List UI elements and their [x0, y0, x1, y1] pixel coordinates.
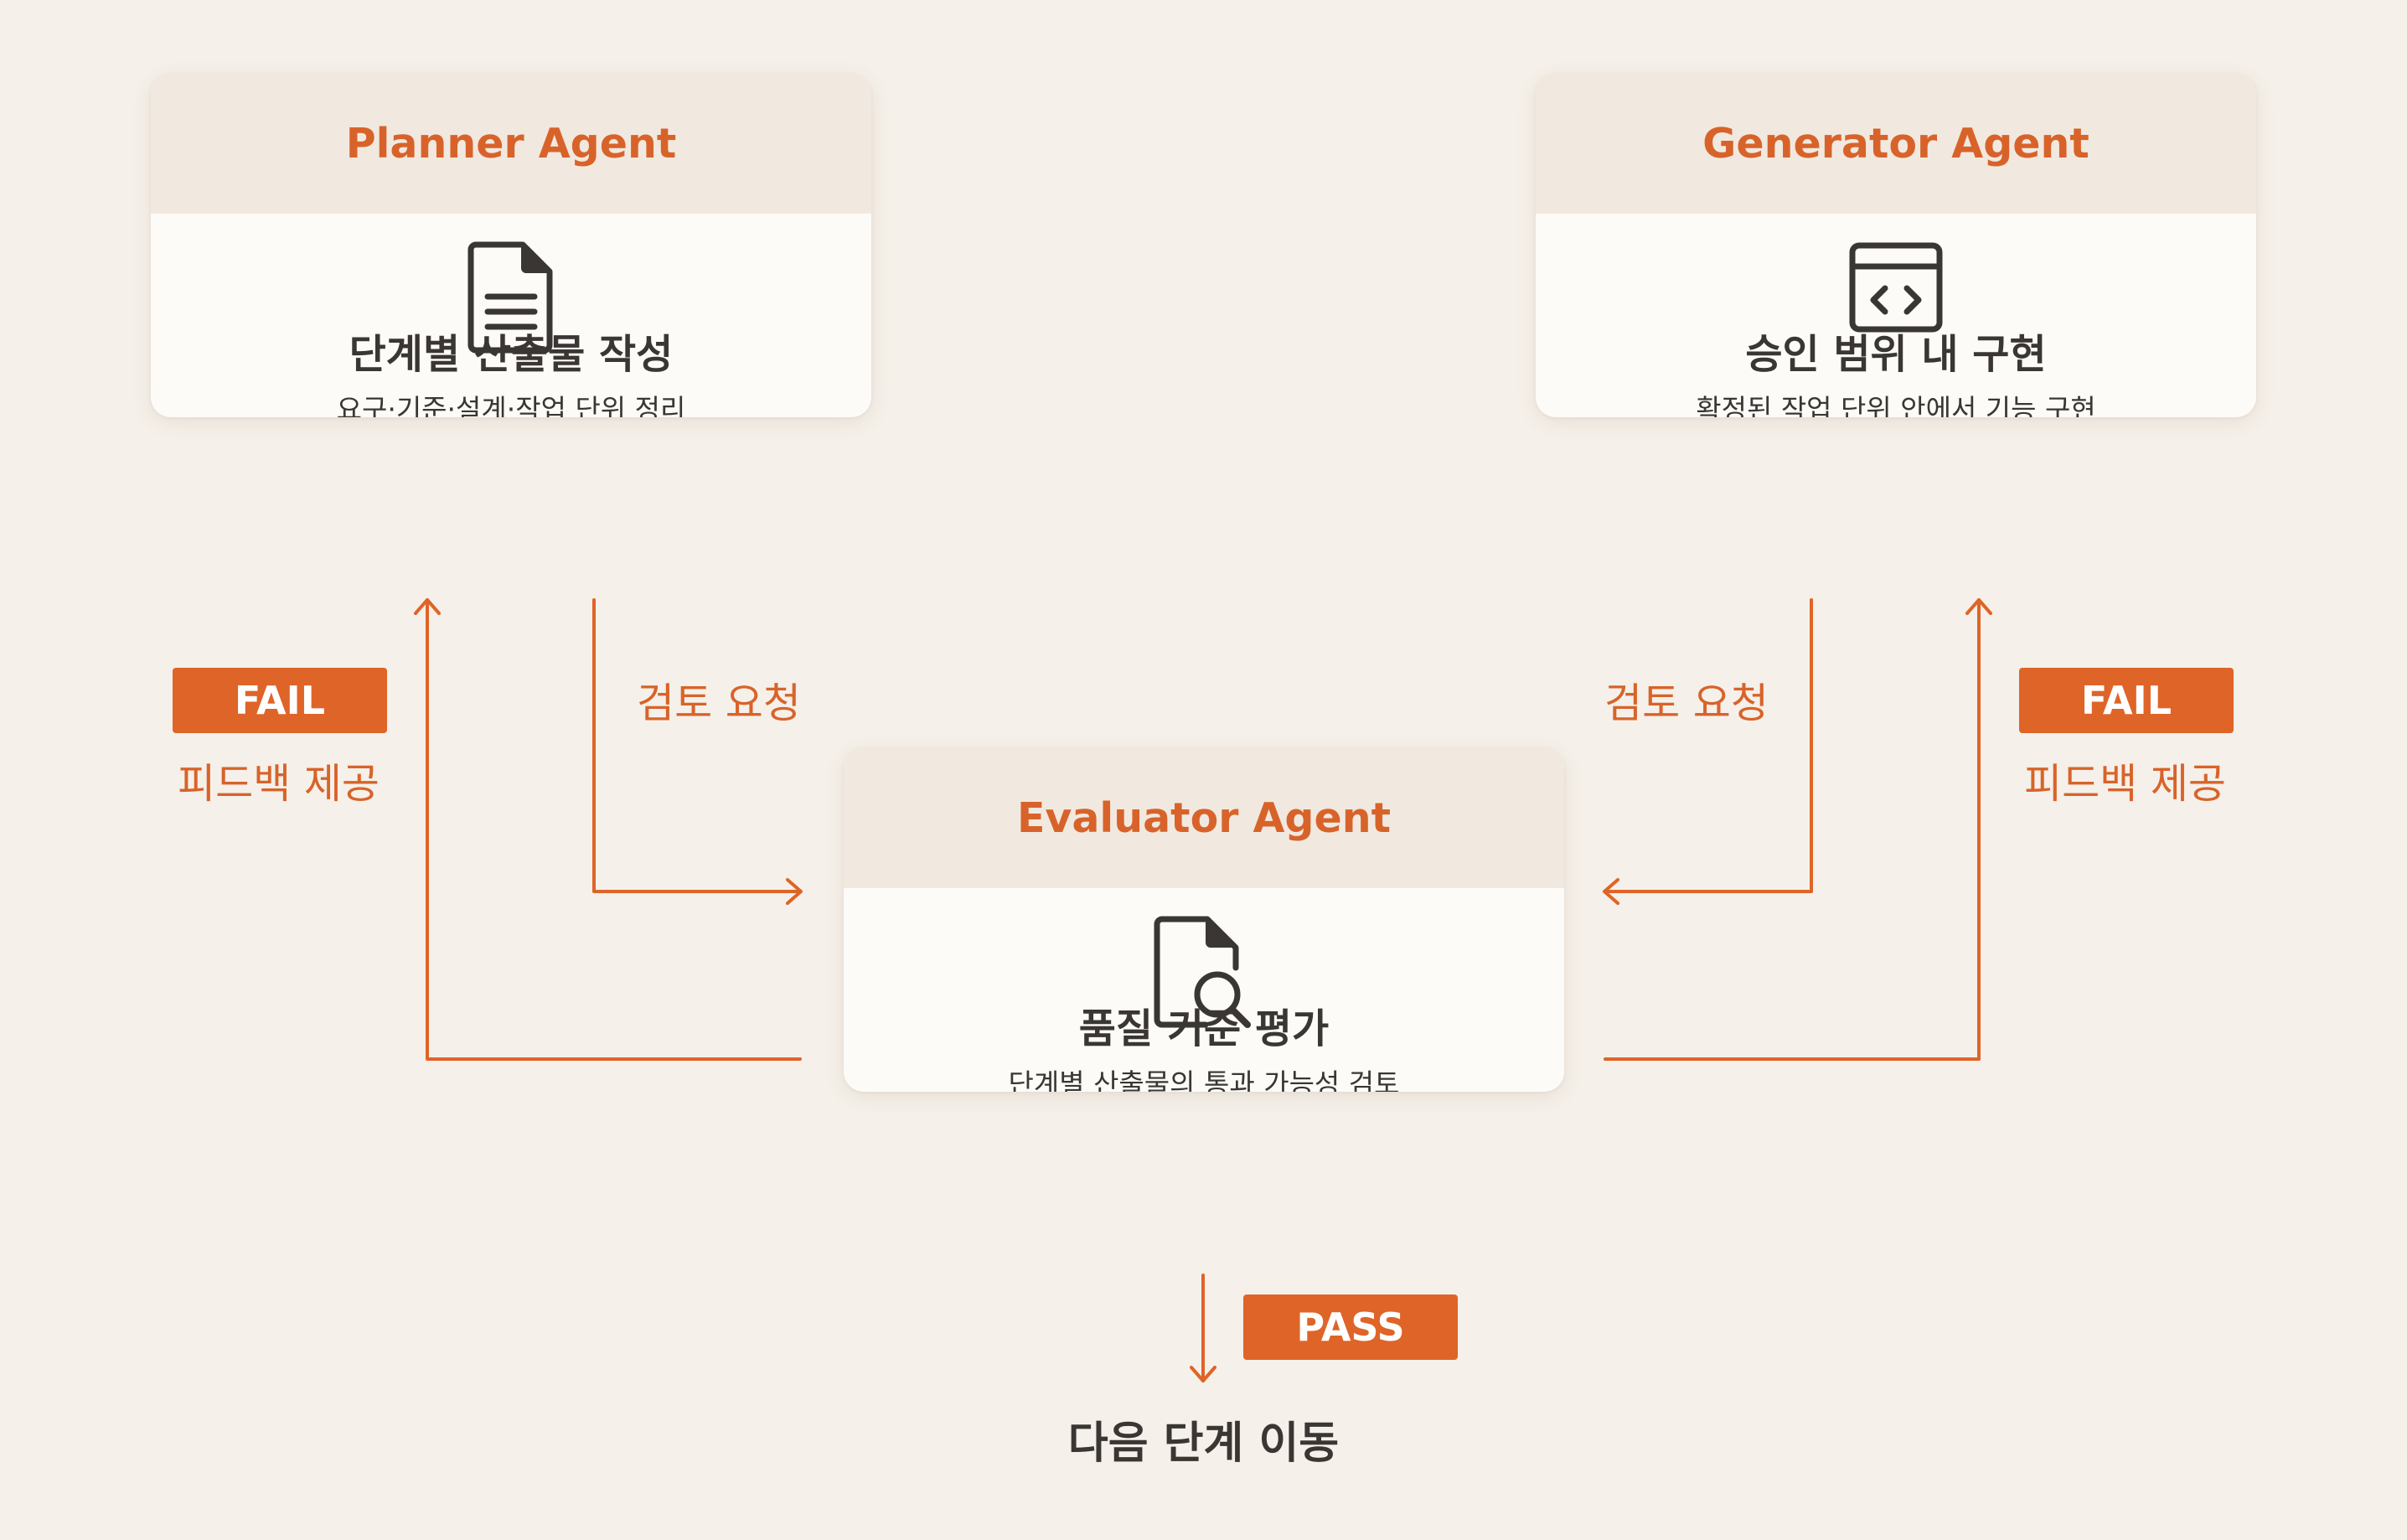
right-fail-badge: FAIL: [2019, 668, 2234, 733]
evaluator-agent-subtitle: 단계별 산출물의 통과 가능성 검토: [1008, 1067, 1400, 1092]
right-feedback-arrowhead: [1965, 598, 1992, 615]
generator-agent-title: 승인 범위 내 구현: [1745, 331, 2047, 378]
generator-agent-card: Generator Agent 승인 범위 내 구현 확정된 작업 단위 안에서…: [1536, 74, 2256, 417]
document-icon: [467, 241, 555, 357]
right-review-arrowhead: [1603, 878, 1619, 905]
right-feedback-arrow: [1604, 598, 1981, 1061]
generator-agent-header: Generator Agent: [1536, 74, 2256, 214]
left-review-label: 검토 요청: [637, 680, 801, 727]
left-fail-badge: FAIL: [173, 668, 387, 733]
next-step-label: 다음 단계 이동: [1067, 1419, 1340, 1469]
document-search-icon: [1154, 916, 1254, 1031]
planner-agent-subtitle: 요구·기준·설계·작업 단위 정리: [336, 393, 686, 417]
planner-agent-card: Planner Agent 단계별 산출물 작성 요구·기준·설계·작업 단위 …: [151, 74, 871, 417]
left-review-arrowhead: [786, 878, 803, 905]
left-feedback-arrow: [426, 598, 802, 1061]
planner-agent-header: Planner Agent: [151, 74, 871, 214]
right-review-label: 검토 요청: [1604, 680, 1769, 727]
pass-badge: PASS: [1243, 1295, 1458, 1360]
left-feedback-arrowhead: [414, 598, 441, 615]
left-feedback-label: 피드백 제공: [178, 760, 380, 808]
evaluator-agent-card: Evaluator Agent 품질 기준 평가 단계별 산출물의 통과 가능성…: [844, 748, 1564, 1092]
generator-agent-subtitle: 확정된 작업 단위 안에서 기능 구현: [1696, 393, 2096, 417]
left-review-arrow: [592, 598, 802, 893]
right-feedback-label: 피드백 제공: [2024, 760, 2226, 808]
evaluator-agent-title: 품질 기준 평가: [1078, 1005, 1330, 1052]
code-window-icon: [1848, 241, 1944, 337]
pass-arrowhead: [1190, 1366, 1216, 1382]
right-review-arrow: [1604, 598, 1813, 893]
planner-agent-title: 단계별 산출물 작성: [349, 331, 674, 378]
evaluator-agent-header: Evaluator Agent: [844, 748, 1564, 888]
